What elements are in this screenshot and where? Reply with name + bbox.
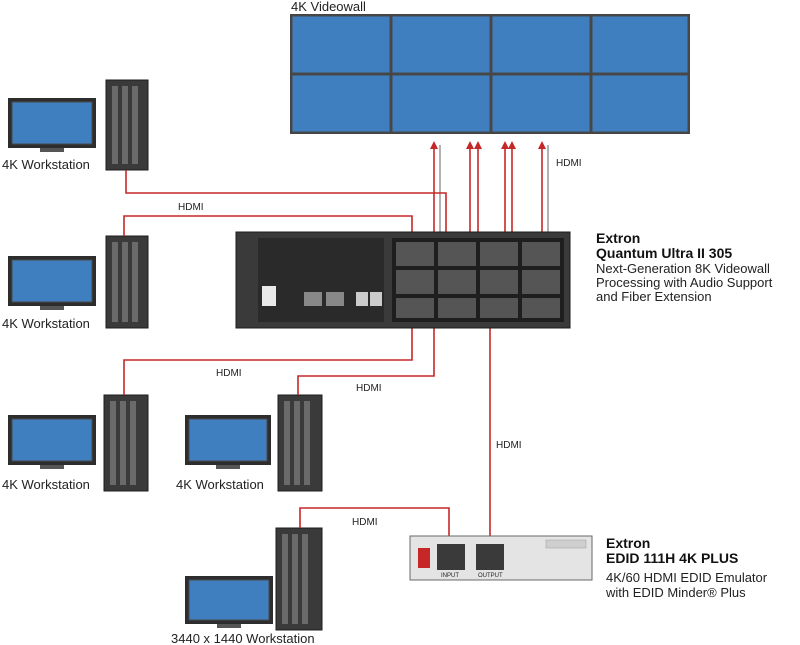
port [326,292,344,306]
io-card [522,242,560,266]
hdmi-cable [123,328,413,395]
workstation-3: 4K Workstation [2,394,149,492]
quantum-desc-line1: Next-Generation 8K Videowall [596,261,770,276]
videowall: 4K Videowall [290,0,690,134]
workstation-cables: HDMI HDMI HDMI HDMI HDMI [123,170,522,540]
tower-vent [294,401,300,485]
videowall-panel [391,15,491,74]
videowall-label: 4K Videowall [291,0,366,14]
port [304,292,322,306]
videowall-panel [291,15,391,74]
workstation-label: 4K Workstation [2,477,90,492]
videowall-panel [491,74,591,133]
monitor-stand [40,465,64,469]
edid-desc-line1: 4K/60 HDMI EDID Emulator [606,570,768,585]
edid-desc-line2: with EDID Minder® Plus [605,585,746,600]
edid-emulator: INPUT OUTPUT Extron EDID 111H 4K PLUS 4K… [409,535,768,600]
monitor-screen [11,101,93,145]
workstation-5: 3440 x 1440 Workstation [171,527,323,645]
tower-vent [112,242,118,322]
hdmi-label: HDMI [216,368,242,379]
videowall-panel [491,15,591,74]
workstation-label: 3440 x 1440 Workstation [171,631,315,645]
tower-vent [122,86,128,164]
power-connector [262,286,276,306]
io-card [480,298,518,318]
monitor-stand [217,624,241,628]
tower-vent [120,401,126,485]
monitor-stand [40,306,64,310]
quantum-model: Quantum Ultra II 305 [596,245,732,261]
workstation-label: 4K Workstation [176,477,264,492]
quantum-processor: Extron Quantum Ultra II 305 Next-Generat… [235,230,773,329]
tower-vent [132,86,138,164]
quantum-brand: Extron [596,230,640,246]
tower-vent [122,242,128,322]
monitor-screen [188,418,268,462]
tower-vent [304,401,310,485]
videowall-cables: HDMI [430,141,582,232]
io-card [480,270,518,294]
workstation-4: 4K Workstation [176,394,323,492]
quantum-desc-line2: Processing with Audio Support [596,275,773,290]
edid-label-plate [545,539,587,549]
videowall-panels [291,15,689,133]
monitor-screen [11,259,93,303]
quantum-io-card-grid [392,238,564,322]
io-card [396,270,434,294]
monitor-screen [11,418,93,462]
monitor-stand [216,465,240,469]
edid-input-label: INPUT [441,573,459,579]
hdmi-cable [299,507,450,540]
io-card [480,242,518,266]
hdmi-cable [123,215,413,236]
hdmi-label: HDMI [496,440,522,451]
monitor-stand [40,148,64,152]
workstation-label: 4K Workstation [2,157,90,172]
tower-vent [130,401,136,485]
videowall-panel [591,15,689,74]
hdmi-cable [297,328,435,395]
tower-vent [284,401,290,485]
hdmi-label: HDMI [178,202,204,213]
workstation-2: 4K Workstation [2,235,149,331]
edid-dip-switch [418,548,430,568]
videowall-panel [291,74,391,133]
io-card [396,298,434,318]
quantum-desc-line3: and Fiber Extension [596,289,712,304]
io-card [438,298,476,318]
workstation-1: 4K Workstation [2,79,149,172]
workstation-label: 4K Workstation [2,316,90,331]
io-card [438,270,476,294]
hdmi-label: HDMI [556,158,582,169]
edid-model: EDID 111H 4K PLUS [606,550,738,566]
ethernet-port [370,292,382,306]
edid-brand: Extron [606,535,650,551]
videowall-panel [391,74,491,133]
monitor-screen [188,579,270,621]
ethernet-port [356,292,368,306]
io-card [438,242,476,266]
hdmi-label: HDMI [356,383,382,394]
tower-vent [282,534,288,624]
tower-vent [112,86,118,164]
io-card [522,270,560,294]
edid-output-port[interactable] [476,544,504,570]
hdmi-cable [125,170,447,232]
tower-vent [132,242,138,322]
tower-vent [110,401,116,485]
tower-vent [302,534,308,624]
io-card [396,242,434,266]
edid-input-port[interactable] [437,544,465,570]
tower-vent [292,534,298,624]
quantum-control-panel [258,238,384,322]
io-card [522,298,560,318]
videowall-panel [591,74,689,133]
edid-output-label: OUTPUT [478,573,503,579]
hdmi-label: HDMI [352,517,378,528]
